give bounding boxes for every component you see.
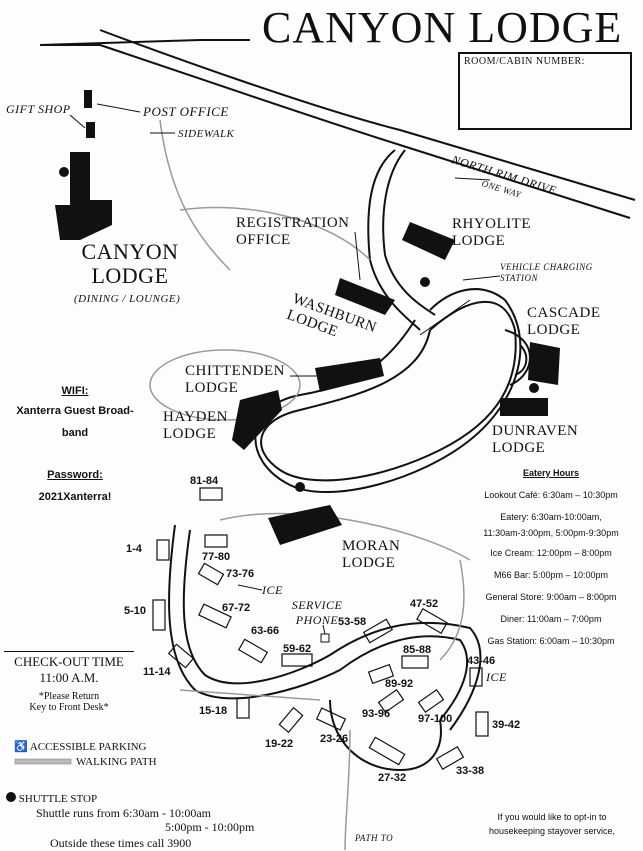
dunraven-lodge-label: DUNRAVEN LODGE (492, 423, 579, 456)
chittenden-lodge-label: CHITTENDEN LODGE (185, 363, 285, 396)
legend-accessible: ♿ ACCESSIBLE PARKING (14, 740, 147, 753)
unit-label: 15-18 (199, 705, 228, 717)
checkout-heading: CHECK-OUT TIME (4, 651, 134, 670)
unit-label: 11-14 (143, 666, 171, 678)
checkout-note-1: *Please Return (38, 691, 100, 702)
unit-label: 19-22 (265, 738, 294, 750)
unit-label: 33-38 (456, 765, 485, 777)
service-phone-label: SERVICE PHONE (291, 598, 343, 627)
legend-shuttle: SHUTTLE STOP (6, 792, 97, 805)
walking-path-swatch (14, 758, 72, 765)
shuttle-hours-2: 5:00pm - 10:00pm (165, 820, 255, 834)
wifi-password-heading: Password: (47, 469, 103, 481)
unit-label: 39-42 (492, 719, 521, 731)
eatery-line: Ice Cream: 12:00pm – 8:00pm (490, 548, 612, 558)
housekeeping-line1: If you would like to opt-in to (497, 812, 607, 822)
eatery-line: Gas Station: 6:00am – 10:30pm (487, 636, 615, 646)
unit-label: 89-92 (385, 678, 414, 690)
unit-label: 93-96 (362, 708, 391, 720)
room-number-box: ROOM/CABIN NUMBER: (458, 52, 632, 130)
hayden-lodge-label: HAYDEN LODGE (163, 409, 228, 442)
unit-label: 97-100 (418, 713, 453, 725)
wifi-section: WIFI: Xanterra Guest Broad- band Passwor… (10, 385, 140, 503)
unit-label: 77-80 (202, 551, 231, 563)
dining-lounge-label: (DINING / LOUNGE) (74, 293, 181, 305)
unit-label: 53-58 (338, 616, 367, 628)
registration-office-label: REGISTRATION OFFICE (236, 215, 350, 248)
unit-label: 67-72 (222, 602, 251, 614)
walking-paths (149, 119, 471, 850)
eatery-heading: Eatery Hours (522, 468, 580, 478)
buildings (55, 90, 560, 545)
housekeeping-line2: housekeeping stayover service, (488, 826, 616, 836)
service-phone-box (320, 633, 330, 643)
label-arrows (69, 103, 501, 635)
eatery-hours: Eatery Hours Lookout Café: 6:30am – 10:3… (466, 462, 636, 652)
checkout-time: 11:00 A.M. (39, 670, 99, 685)
ice-label-1: ICE (262, 583, 283, 597)
eatery-line: 11:30am-3:00pm, 5:00pm-9:30pm (483, 528, 619, 538)
unit-label: 47-52 (410, 598, 439, 610)
eatery-line: Eatery: 6:30am-10:00am, (500, 512, 602, 522)
page-title: CANYON LODGE (262, 3, 623, 52)
unit-label: 43-46 (467, 655, 496, 667)
post-office-label: POST OFFICE (143, 104, 229, 119)
unit-label: 1-4 (126, 543, 142, 555)
path-to-label: PATH TO (355, 833, 394, 843)
eatery-line: General Store: 9:00am – 8:00pm (485, 592, 617, 602)
north-rim-drive-road (39, 29, 636, 219)
shuttle-stop-icon (6, 792, 16, 802)
eatery-line: Diner: 11:00am – 7:00pm (500, 614, 602, 624)
ice-label-2: ICE (486, 670, 507, 684)
eatery-line: M66 Bar: 5:00pm – 10:00pm (493, 570, 609, 580)
gift-shop-label: GIFT SHOP (6, 102, 71, 116)
wifi-heading: WIFI: (61, 385, 89, 397)
wifi-network-line2: band (61, 427, 89, 439)
canyon-lodge-label: CANYON LODGE (81, 239, 179, 288)
unit-label: 85-88 (403, 644, 432, 656)
walking-path-label: WALKING PATH (76, 756, 157, 768)
shuttle-stop-label: SHUTTLE STOP (18, 793, 98, 805)
shuttle-outside: Outside these times call 3900 (50, 836, 192, 850)
moran-lodge-label: MORAN LODGE (342, 538, 401, 571)
unit-label: 23-26 (320, 733, 349, 745)
checkout-section: CHECK-OUT TIME 11:00 A.M. *Please Return… (4, 651, 134, 713)
unit-label: 59-62 (283, 643, 312, 655)
shuttle-stop-dots (59, 167, 539, 492)
unit-label: 27-32 (378, 772, 407, 784)
eatery-line: Lookout Café: 6:30am – 10:30pm (484, 490, 618, 500)
unit-label: 63-66 (251, 625, 280, 637)
wifi-password: 2021Xanterra! (38, 491, 112, 503)
shuttle-hours: Shuttle runs from 6:30am - 10:00am (36, 806, 211, 820)
cascade-lodge-label: CASCADE LODGE (527, 305, 601, 338)
room-number-label: ROOM/CABIN NUMBER: (464, 56, 585, 67)
wifi-network-line1: Xanterra Guest Broad- (16, 405, 134, 417)
unit-label: 73-76 (226, 568, 255, 580)
sidewalk-label: SIDEWALK (178, 128, 235, 140)
vehicle-charging-label: VEHICLE CHARGING STATION (500, 262, 593, 283)
accessible-label: ACCESSIBLE PARKING (29, 741, 147, 753)
checkout-note-2: Key to Front Desk* (29, 702, 109, 713)
wheelchair-icon: ♿ (14, 741, 28, 753)
unit-label: 81-84 (190, 475, 219, 487)
rhyolite-lodge-label: RHYOLITE LODGE (452, 216, 531, 249)
south-loop-road (168, 524, 482, 772)
unit-label: 5-10 (124, 605, 147, 617)
housekeeping-note: If you would like to opt-in to housekeep… (472, 810, 632, 838)
cabin-units (152, 487, 489, 771)
